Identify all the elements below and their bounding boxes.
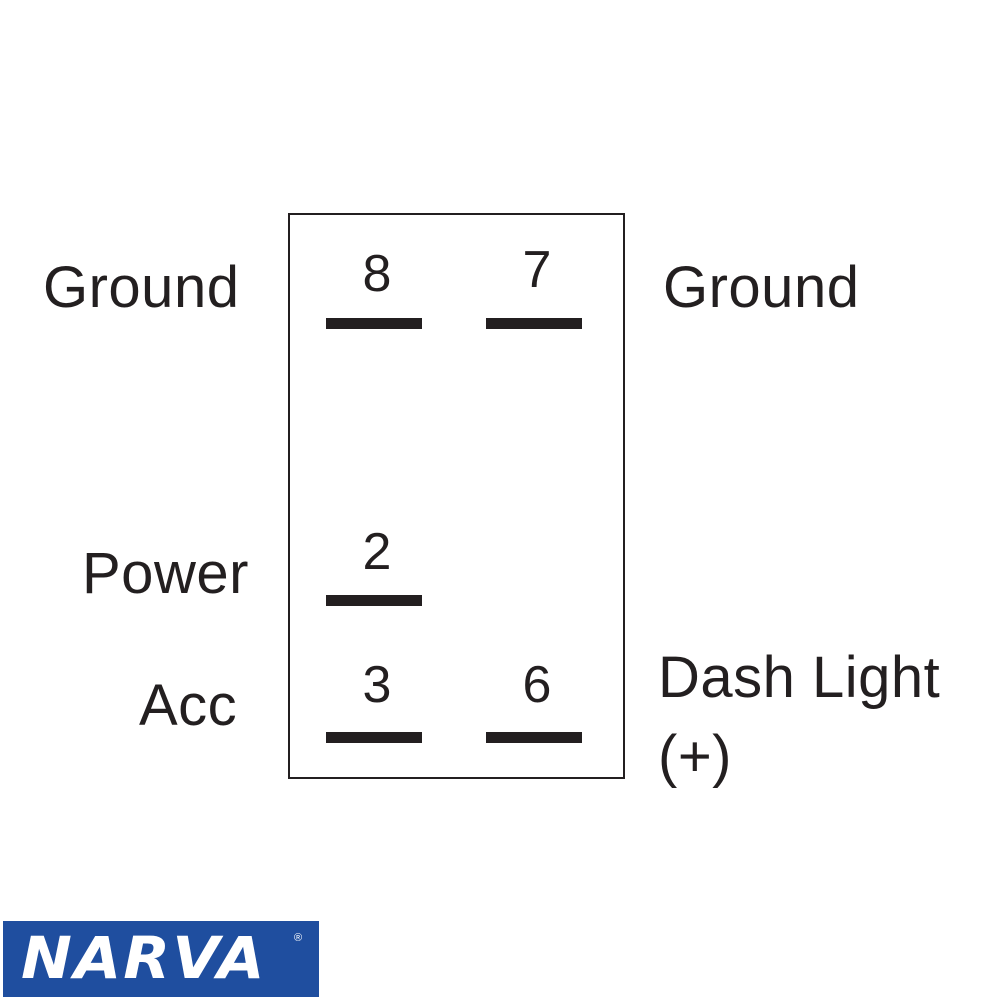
logo-text: NARVA — [21, 924, 267, 992]
pin-8-number: 8 — [362, 245, 392, 303]
pin-2-label: Power — [82, 541, 249, 606]
pin-6-label-line1: Dash Light — [658, 645, 941, 710]
pin-8-terminal — [326, 318, 422, 329]
pin-3-terminal — [326, 732, 422, 743]
pin-6-label-line2: (+) — [658, 724, 732, 789]
pin-6-number: 6 — [522, 656, 552, 714]
pin-7-number: 7 — [522, 241, 552, 299]
pin-3-label: Acc — [139, 673, 238, 738]
narva-logo: NARVA ® — [3, 921, 319, 997]
pin-7-terminal — [486, 318, 582, 329]
switch-body-outline — [288, 213, 625, 779]
pin-7-label: Ground — [663, 255, 860, 320]
pin-2-terminal — [326, 595, 422, 606]
pin-3-number: 3 — [362, 656, 392, 714]
pin-2-number: 2 — [362, 523, 392, 581]
registered-mark: ® — [294, 932, 303, 944]
pin-6-terminal — [486, 732, 582, 743]
pin-8-label: Ground — [43, 255, 240, 320]
